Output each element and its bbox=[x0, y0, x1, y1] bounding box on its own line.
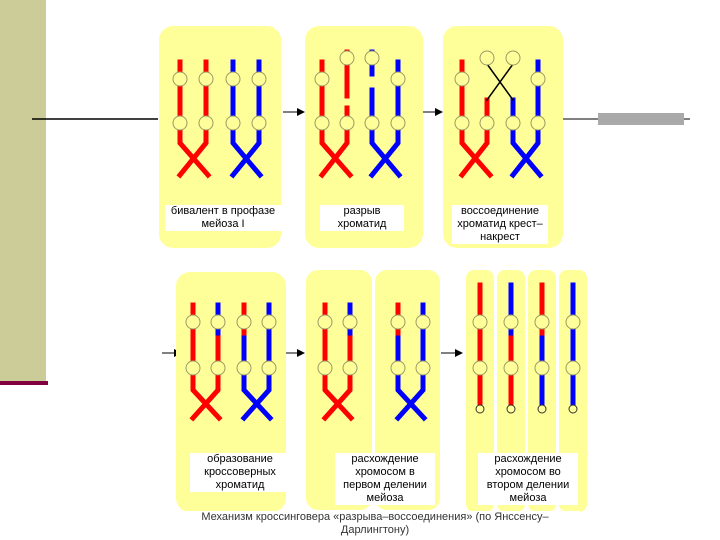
caption-meiosis1: расхождение хромосом в первом делении ме… bbox=[335, 453, 435, 505]
crossover-chromatids bbox=[189, 302, 274, 422]
gene-marker bbox=[472, 360, 488, 376]
gene-marker bbox=[505, 50, 521, 66]
chromatid-mixed-3-blue bbox=[395, 335, 428, 422]
gene-marker bbox=[317, 360, 333, 376]
rejoin-gene-markers bbox=[454, 50, 546, 131]
gene-marker bbox=[261, 314, 277, 330]
centromere bbox=[568, 404, 578, 414]
gene-marker bbox=[505, 115, 521, 131]
caption-meiosis2: расхождение хромосом во втором делении м… bbox=[478, 453, 578, 505]
chromatid-blue-1 bbox=[510, 97, 544, 179]
gene-marker bbox=[251, 71, 267, 87]
gene-marker bbox=[454, 115, 470, 131]
chromatid-red-1 bbox=[459, 59, 494, 179]
chromatid-red-2 bbox=[176, 59, 209, 179]
meiosis2-centromeres bbox=[475, 404, 578, 414]
gene-marker bbox=[390, 314, 406, 330]
chromatid-mixed-3-blue bbox=[241, 335, 274, 422]
panel-crossover bbox=[176, 272, 286, 512]
chromatid-blue-2 bbox=[509, 59, 541, 179]
pointer-bar bbox=[598, 113, 684, 125]
sidebar-decoration bbox=[0, 0, 46, 385]
crossover-gene-markers bbox=[185, 314, 277, 376]
caption-crossover: образование кроссоверных хроматид bbox=[190, 453, 290, 492]
gene-marker bbox=[390, 115, 406, 131]
gene-marker bbox=[454, 71, 470, 87]
gene-marker bbox=[225, 71, 241, 87]
gene-marker bbox=[210, 314, 226, 330]
chromatid-red-1 bbox=[177, 59, 212, 179]
meiosis1-chromatids bbox=[321, 302, 428, 422]
gene-marker bbox=[364, 50, 380, 66]
rejoin-chromatids bbox=[458, 59, 544, 179]
gene-marker bbox=[210, 360, 226, 376]
bivalent-gene-markers bbox=[172, 71, 267, 131]
chromatid-blue-4 bbox=[240, 302, 272, 422]
centromere bbox=[506, 404, 516, 414]
chromatid-mixed-2-red bbox=[189, 335, 221, 422]
gene-marker bbox=[534, 360, 550, 376]
gene-marker bbox=[261, 360, 277, 376]
gene-marker bbox=[314, 71, 330, 87]
gene-marker bbox=[225, 115, 241, 131]
gene-marker bbox=[342, 314, 358, 330]
chromatid-blue-4 bbox=[394, 302, 426, 422]
meiosis1-gene-markers bbox=[317, 314, 431, 376]
gene-marker bbox=[390, 71, 406, 87]
caption-rejoin: воссоединение хроматид крест–накрест bbox=[452, 205, 548, 244]
gene-marker bbox=[479, 115, 495, 131]
gene-marker bbox=[236, 314, 252, 330]
gene-marker bbox=[565, 314, 581, 330]
bivalent-chromatids bbox=[176, 59, 264, 179]
gene-marker bbox=[198, 71, 214, 87]
gene-marker bbox=[172, 115, 188, 131]
gene-marker bbox=[198, 115, 214, 131]
gene-marker bbox=[317, 314, 333, 330]
gene-marker bbox=[415, 360, 431, 376]
gene-marker bbox=[479, 50, 495, 66]
chromatid-blue-2 bbox=[368, 59, 401, 179]
chromatid-blue-1-bottom bbox=[369, 87, 403, 179]
caption-break: разрыв хроматид bbox=[320, 205, 404, 231]
panel-bivalent bbox=[159, 26, 281, 248]
gene-marker bbox=[503, 314, 519, 330]
chromatid-blue-2 bbox=[229, 59, 262, 179]
gene-marker bbox=[503, 360, 519, 376]
gene-marker bbox=[172, 71, 188, 87]
gene-marker bbox=[364, 115, 380, 131]
chromatid-blue-1 bbox=[230, 59, 264, 179]
gene-marker bbox=[534, 314, 550, 330]
centromere bbox=[537, 404, 547, 414]
gene-marker bbox=[185, 314, 201, 330]
gene-marker bbox=[339, 115, 355, 131]
gene-marker bbox=[251, 115, 267, 131]
chromatid-red-1 bbox=[322, 302, 355, 422]
gene-marker bbox=[415, 314, 431, 330]
gene-marker bbox=[339, 50, 355, 66]
crossover-strand-2 bbox=[485, 62, 515, 102]
gene-marker bbox=[342, 360, 358, 376]
sidebar-accent-line bbox=[0, 381, 48, 385]
chromatid-red-1 bbox=[190, 302, 223, 422]
diagram-title: Механизм кроссинговера «разрыва–воссоеди… bbox=[170, 511, 580, 537]
gene-marker bbox=[530, 71, 546, 87]
break-gene-markers bbox=[314, 50, 406, 131]
gene-marker bbox=[236, 360, 252, 376]
chromatid-red-2 bbox=[458, 97, 490, 179]
gene-marker bbox=[390, 360, 406, 376]
gene-marker bbox=[472, 314, 488, 330]
centromere bbox=[475, 404, 485, 414]
gene-marker bbox=[565, 360, 581, 376]
caption-bivalent: бивалент в профазе мейоза I bbox=[165, 205, 281, 231]
meiosis2-gene-markers bbox=[472, 314, 581, 376]
chromatid-red-1 bbox=[319, 59, 354, 179]
gene-marker bbox=[185, 360, 201, 376]
chromatid-mixed-2-red bbox=[321, 335, 353, 422]
gene-marker bbox=[530, 115, 546, 131]
gene-marker bbox=[314, 115, 330, 131]
